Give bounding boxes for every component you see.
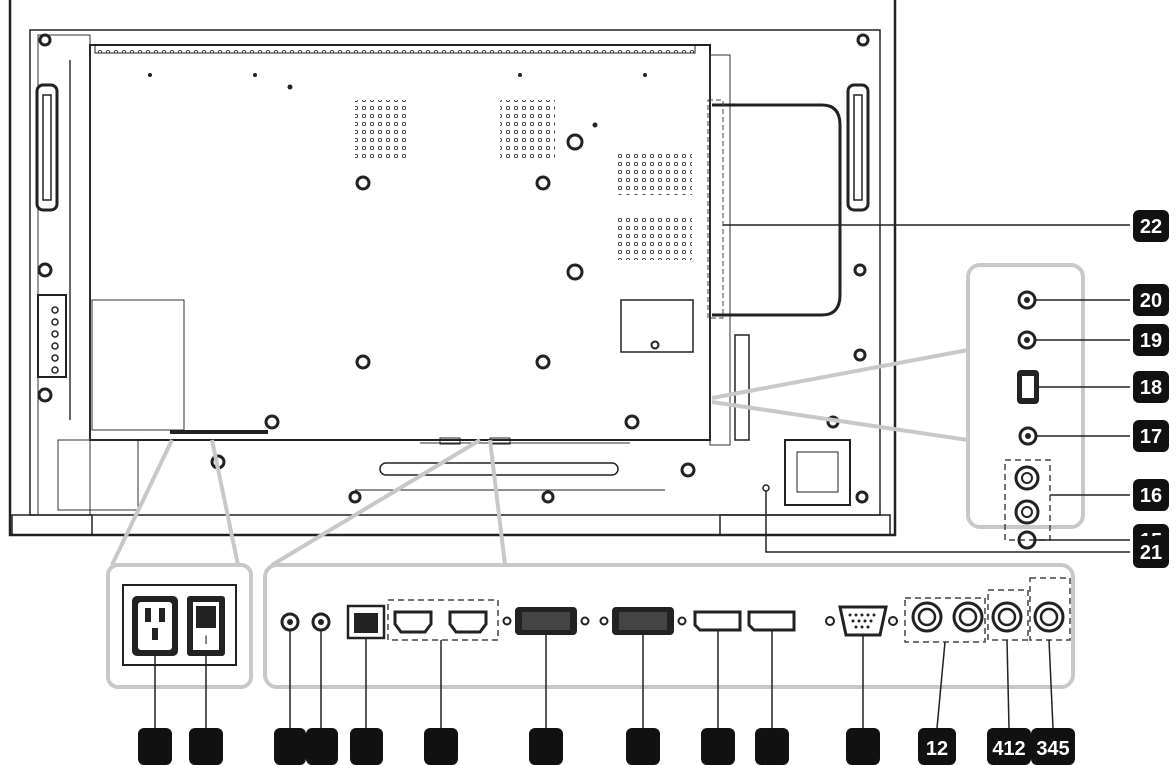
- io-panel: [263, 563, 1075, 689]
- callout-badge-13-14: 412: [987, 728, 1031, 765]
- svg-text:I: I: [204, 633, 207, 647]
- leader-lines: [154, 224, 1130, 729]
- callout-badge-22: 22: [1133, 210, 1169, 242]
- monitor-back: [8, 0, 897, 537]
- callout-badge-9: [701, 728, 735, 765]
- callout-badge-7: [529, 728, 563, 765]
- side-callout-badges: 22 20 19 18 17 16 15 21: [1133, 210, 1169, 568]
- power-panel: I: [106, 563, 253, 689]
- callout-badge-17: 17: [1133, 420, 1169, 452]
- callout-badge-11: [846, 728, 880, 765]
- callout-badge-15-bottom: 345: [1031, 728, 1075, 765]
- svg-text:345: 345: [1036, 738, 1069, 760]
- callout-badge-19: 19: [1133, 324, 1169, 356]
- callout-badge-12: 12: [918, 728, 956, 765]
- callout-badge-21: 21: [1133, 536, 1169, 568]
- callout-badge-3: [274, 728, 306, 765]
- svg-text:17: 17: [1140, 426, 1162, 448]
- svg-text:19: 19: [1140, 330, 1162, 352]
- svg-text:16: 16: [1140, 485, 1162, 507]
- callout-badge-18: 18: [1133, 371, 1169, 403]
- callout-badge-2: [189, 728, 223, 765]
- callout-badge-8: [626, 728, 660, 765]
- svg-text:20: 20: [1140, 290, 1162, 312]
- callout-badge-5: [350, 728, 383, 765]
- callout-badge-6: [424, 728, 458, 765]
- svg-text:18: 18: [1140, 377, 1162, 399]
- svg-text:12: 12: [926, 738, 948, 760]
- callout-badge-4: [306, 728, 338, 765]
- bottom-callout-badges: 12 412 345: [138, 728, 1075, 765]
- svg-text:22: 22: [1140, 216, 1162, 238]
- callout-badge-20: 20: [1133, 284, 1169, 316]
- callout-connectors: [110, 348, 969, 567]
- callout-badge-1: [138, 728, 172, 765]
- svg-text:21: 21: [1140, 542, 1162, 564]
- callout-badge-16: 16: [1133, 479, 1169, 511]
- svg-text:412: 412: [992, 738, 1025, 760]
- side-io-panel: [966, 263, 1085, 550]
- callout-badge-10: [755, 728, 789, 765]
